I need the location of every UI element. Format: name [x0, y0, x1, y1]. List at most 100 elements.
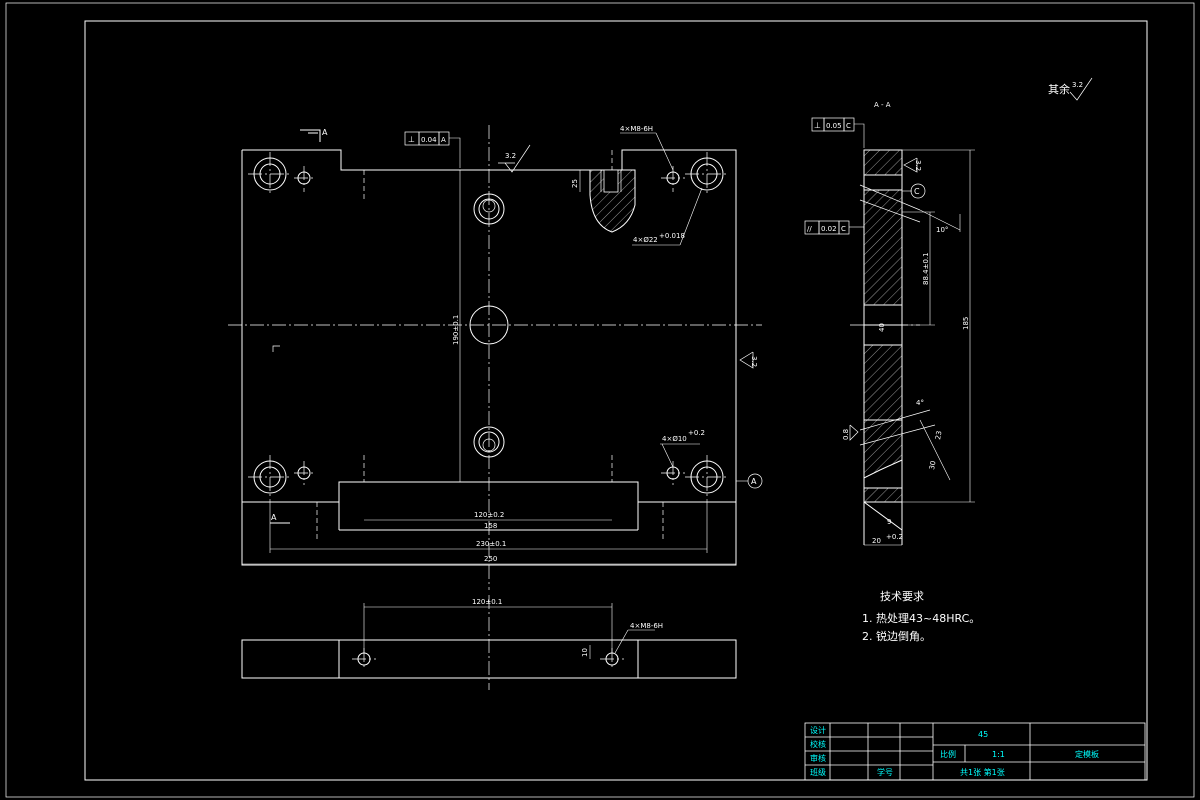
- tb-row-check: 校核: [810, 739, 826, 749]
- svg-text:88.4±0.1: 88.4±0.1: [922, 252, 930, 285]
- guide-bush-bottom: [473, 426, 505, 458]
- svg-text:A: A: [751, 477, 757, 486]
- center-bore: [469, 305, 509, 345]
- svg-text:其余: 其余: [1048, 82, 1070, 96]
- guide-bush-top: [473, 193, 505, 225]
- svg-text:9: 9: [887, 518, 891, 526]
- note-item-1: 1. 热处理43~48HRC。: [862, 612, 980, 625]
- svg-text:4×Ø22: 4×Ø22: [633, 236, 658, 244]
- dim-section-thick: 20 +0.2: [864, 533, 903, 546]
- callout-thread-bottom: 4×M8-6H: [614, 622, 663, 654]
- svg-text://: //: [807, 225, 812, 233]
- svg-text:10°: 10°: [936, 226, 948, 234]
- dim-inner-width: 120±0.2: [364, 511, 612, 521]
- tb-row-review: 审核: [810, 753, 826, 763]
- dim-depth-thread: 25: [571, 170, 581, 192]
- title-block: 设计 校核 审核 班级 学号 45 比例 1:1 定模板 共1张 第1张: [804, 722, 1146, 781]
- callout-hole-small: 4×Ø10 +0.2: [660, 429, 705, 468]
- svg-text:+0.018: +0.018: [659, 232, 685, 240]
- svg-text:4×M8-6H: 4×M8-6H: [620, 125, 653, 133]
- corner-bore-br: [661, 455, 729, 499]
- svg-text:⊥: ⊥: [408, 135, 415, 144]
- svg-text:25: 25: [571, 179, 579, 188]
- tb-row-class: 班级: [810, 767, 826, 777]
- svg-text:230±0.1: 230±0.1: [476, 540, 506, 548]
- svg-text:185: 185: [962, 317, 970, 330]
- dim-vertical-center: 190±0.1: [452, 170, 461, 482]
- svg-text:+0.2: +0.2: [886, 533, 903, 541]
- tb-scale-value: 1:1: [992, 750, 1005, 759]
- callout-bore-top: 4×Ø22 +0.018: [632, 187, 703, 246]
- svg-text:23: 23: [934, 430, 943, 440]
- tb-row-design: 设计: [810, 725, 826, 735]
- notes-title: 技术要求: [880, 590, 924, 603]
- svg-text:0.02: 0.02: [821, 225, 837, 233]
- tb-part-name: 定模板: [1075, 749, 1099, 759]
- svg-text:3.2: 3.2: [1072, 81, 1083, 89]
- sheet-border-outer: [5, 2, 1195, 798]
- dim-bottom-offset: 10: [581, 645, 591, 659]
- svg-text:+0.2: +0.2: [688, 429, 705, 437]
- section-view: A - A 185 88.4±0: [804, 101, 975, 546]
- sheet-border-inner: [84, 20, 1148, 781]
- svg-text:0.04: 0.04: [421, 136, 437, 144]
- svg-text:3.2: 3.2: [914, 160, 922, 171]
- datum-c-symbol: C: [902, 183, 926, 199]
- partial-section-thread: [589, 169, 636, 233]
- section-mark-bottom: A: [271, 513, 277, 522]
- section-mark-top: A: [322, 128, 328, 137]
- svg-text:4×Ø10: 4×Ø10: [662, 435, 687, 443]
- dim-section-angle: 10°: [919, 209, 961, 234]
- dim-bottom-hole-spacing: 120±0.1: [363, 598, 613, 653]
- roughness-side: 3.2: [739, 351, 758, 369]
- bottom-view: 120±0.1 4×M8-6H 10: [241, 595, 737, 690]
- gdt-parallel: // 0.02 C: [804, 220, 864, 235]
- svg-text:0.8: 0.8: [842, 429, 850, 440]
- svg-text:C: C: [841, 225, 846, 233]
- dim-section-angle2: 4°: [916, 399, 924, 407]
- corner-bore-tr: [661, 152, 729, 196]
- dim-section-upper: 88.4±0.1: [902, 211, 935, 326]
- svg-text:250: 250: [484, 555, 497, 563]
- svg-text:40: 40: [878, 323, 886, 332]
- svg-text:190±0.1: 190±0.1: [452, 315, 460, 345]
- svg-text:0.05: 0.05: [826, 122, 842, 130]
- dim-section-mid: 40: [878, 323, 886, 332]
- svg-text:20: 20: [872, 537, 881, 545]
- dim-slot-width: 158: [339, 522, 638, 531]
- dim-overall-width: 250: [242, 555, 736, 565]
- svg-text:3.2: 3.2: [505, 152, 516, 160]
- svg-text:120±0.2: 120±0.2: [474, 511, 504, 519]
- roughness-section: 3.2 0.8: [842, 157, 922, 441]
- svg-text:A: A: [441, 136, 446, 144]
- tb-sheet-info: 共1张 第1张: [960, 767, 1005, 777]
- gdt-perp-section: ⊥ 0.05 C: [811, 117, 865, 148]
- corner-bore-tl: [248, 152, 316, 196]
- svg-text:C: C: [914, 187, 920, 196]
- svg-text:10: 10: [581, 648, 589, 657]
- datum-a-symbol: A: [736, 473, 763, 489]
- svg-text:120±0.1: 120±0.1: [472, 598, 502, 606]
- tb-material: 45: [978, 730, 988, 739]
- dim-section-small: 23 30: [919, 419, 951, 481]
- plan-view: A A 120±0.2 158 230±0.1 250 190±0.1: [228, 125, 763, 590]
- callout-thread-top: 4×M8-6H: [620, 125, 674, 171]
- technical-notes: 技术要求 1. 热处理43~48HRC。 2. 锐边倒角。: [862, 590, 980, 643]
- svg-text:4°: 4°: [916, 399, 924, 407]
- svg-text:158: 158: [484, 522, 497, 530]
- gdt-perp-main: ⊥ 0.04 A: [404, 131, 461, 168]
- svg-text:4×M8-6H: 4×M8-6H: [630, 622, 663, 630]
- roughness-other: 其余 3.2: [1048, 77, 1093, 101]
- dim-section-bottom-small: 9: [887, 518, 891, 526]
- corner-bore-bl: [248, 455, 316, 499]
- section-label: A - A: [874, 101, 891, 109]
- svg-text:3.2: 3.2: [750, 356, 758, 367]
- dim-hole-spacing: 230±0.1: [269, 499, 708, 553]
- note-item-2: 2. 锐边倒角。: [862, 629, 931, 643]
- dim-section-height: 185: [902, 149, 975, 503]
- tb-student-label: 学号: [877, 767, 893, 777]
- svg-text:C: C: [846, 122, 851, 130]
- roughness-top: 3.2: [498, 144, 531, 173]
- svg-text:⊥: ⊥: [814, 121, 821, 130]
